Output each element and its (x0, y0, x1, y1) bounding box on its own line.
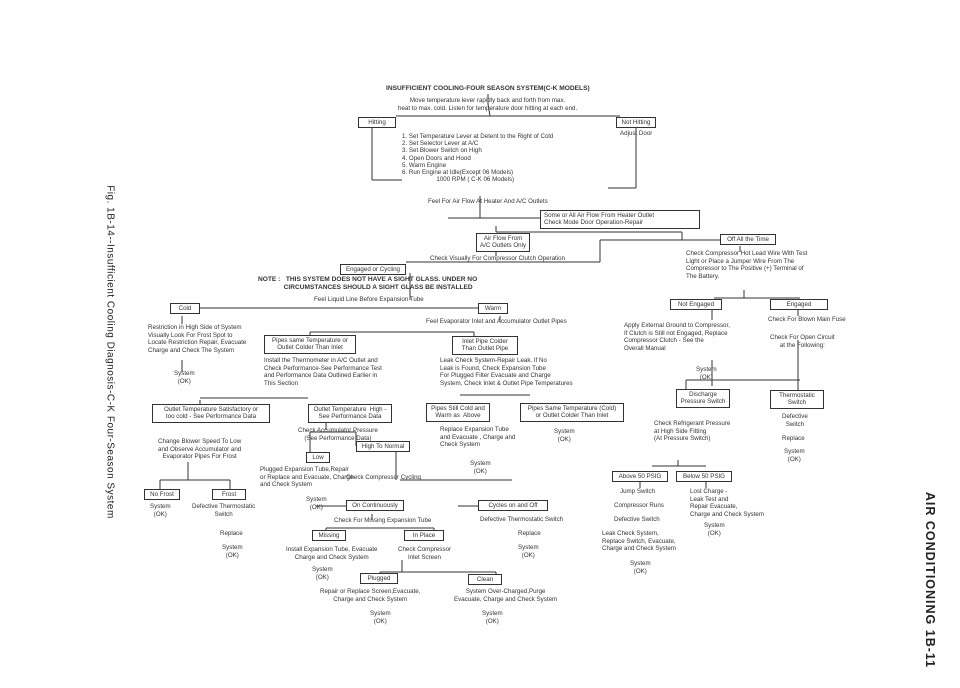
jump-switch-step: Jump Switch (620, 488, 656, 495)
apply-ground-step: Apply External Ground to Compressor, If … (624, 322, 730, 352)
below-50-psig-box: Below 50 PSIG (676, 471, 732, 483)
replace-2: Replace (518, 530, 541, 537)
check-clutch-step: Check Visually For Compressor Clutch Ope… (430, 255, 566, 262)
plugged-expansion-step: Plugged Expansion Tube,Repair or Replace… (260, 466, 354, 489)
system-ok-8: System (OK) (518, 544, 539, 559)
feel-liquid-line-step: Feel Liquid Line Before Expansion Tube (314, 296, 424, 303)
system-ok-2: System (OK) (696, 366, 717, 381)
no-frost-box: No Frost (144, 489, 180, 501)
check-inlet-screen-step: Check Compressor Inlet Screen (398, 546, 451, 561)
repair-screen-step: Repair or Replace Screen,Evacuate, Charg… (320, 588, 421, 603)
defective-switch-right: Defective Switch (782, 413, 808, 428)
replace-1: Replace (220, 530, 243, 537)
accumulator-pressure-step: Check Accumulator Pressure (See Performa… (298, 427, 378, 442)
not-hitting-box: Not Hitting (616, 117, 656, 129)
cold-box: Cold (170, 303, 200, 315)
system-ok-1: System (OK) (174, 370, 195, 385)
system-ok-right: System (OK) (784, 448, 805, 463)
ac-outlets-only-box: Air Flow From A/C Outlets Only (476, 233, 530, 252)
pipes-still-cold-box: Pipes Still Cold and Warm as Above (426, 403, 490, 422)
change-blower-step: Change Blower Speed To Low and Observe A… (158, 438, 242, 461)
system-ok-9: System (OK) (312, 566, 333, 581)
defective-thermostatic-switch-2: Defective Thermostatic Switch (480, 516, 564, 523)
replace-expansion-tube-step: Replace Expansion Tube and Evacuate , Ch… (440, 426, 516, 449)
system-ok-6: System (OK) (150, 503, 171, 518)
in-place-box: In Place (404, 530, 444, 542)
pipes-same-temp-box: Pipes same Temperature or Outlet Colder … (264, 335, 356, 354)
mode-door-box: Some or All Air Flow From Heater Outlet … (540, 210, 700, 229)
sight-glass-note: NOTE : THIS SYSTEM DOES NOT HAVE A SIGHT… (258, 276, 478, 291)
adjust-door-text: Adjust Door (620, 130, 653, 137)
frost-box: Frost (212, 489, 246, 501)
system-ok-10: System (OK) (370, 610, 391, 625)
leak-check-step: Leak Check System-Repair Leak. If No Lea… (440, 357, 573, 387)
install-expansion-tube-step: Install Expansion Tube, Evacuate Charge … (286, 546, 378, 561)
engaged-box: Engaged (770, 299, 828, 311)
inlet-colder-box: Inlet Pipe Colder Than Outlet Pipe (452, 336, 518, 355)
feel-evaporator-step: Feel Evaporator Inlet and Accumulator Ou… (426, 318, 567, 325)
warm-box: Warm (478, 303, 508, 315)
missing-expansion-step: Check For Missing Expansion Tube (334, 517, 432, 524)
system-ok-11: System (OK) (482, 610, 503, 625)
restriction-text: Restriction in High Side of System Visua… (148, 324, 247, 354)
chart-title: INSUFFICIENT COOLING-FOUR SEASON SYSTEM(… (386, 85, 590, 92)
move-lever-step: Move temperature lever rapidly back and … (398, 97, 578, 112)
figure-caption: Fig. 1B-14--Insufficient Cooling Diagnos… (104, 185, 116, 519)
off-all-time-box: Off All the Time (720, 234, 776, 246)
high-to-normal-box: High To Normal (356, 441, 410, 453)
plugged-box: Plugged (360, 573, 398, 585)
defective-switch-bottom: Defective Switch (614, 516, 660, 523)
compressor-runs-step: Compressor Runs (614, 502, 664, 509)
check-cycling-step: Check Compressor Cycling (346, 474, 421, 481)
clean-box: Clean (468, 574, 502, 586)
leak-check-replace-switch: Leak Check System, Replace Switch, Evacu… (602, 530, 676, 553)
thermostatic-switch-box: Thermostatic Switch (770, 390, 824, 409)
missing-box: Missing (312, 530, 346, 542)
discharge-switch-box: Discharge Pressure Switch (676, 389, 730, 408)
low-box: Low (306, 452, 330, 464)
blown-fuse-step: Check For Blown Main Fuse (768, 316, 846, 323)
replace-right: Replace (782, 435, 805, 442)
on-continuously-box: On Continuously (346, 500, 404, 512)
setup-steps-list: 1. Set Temperature Lever at Detent to th… (402, 133, 554, 184)
defective-thermostatic-switch: Defective Thermostatic Switch (192, 503, 256, 518)
system-ok-3: System (OK) (554, 428, 575, 443)
page-header: AIR CONDITIONING 1B-11 (923, 491, 937, 669)
not-engaged-box: Not Engaged (670, 299, 722, 311)
check-refrigerant-step: Check Refrigerant Pressure at High Side … (654, 420, 731, 443)
open-circuit-step: Check For Open Circuit at the Following: (770, 334, 835, 349)
install-thermometer-step: Install the Thermometer in A/C Outlet an… (264, 357, 382, 387)
lost-charge-step: Lost Charge - Leak Test and Repair Evacu… (690, 488, 764, 518)
outlet-satisfactory-box: Outlet Temperature Satisfactory or too c… (152, 404, 270, 423)
system-ok-12: System (OK) (630, 560, 651, 575)
hot-lead-step: Check Compressor Hot Lead Wire With Test… (686, 250, 808, 280)
system-ok-4: System (OK) (470, 460, 491, 475)
overcharged-step: System Over-Charged,Purge Evacuate, Char… (454, 588, 558, 603)
system-ok-5: System (OK) (306, 496, 327, 511)
cycles-on-off-box: Cycles on and Off (478, 500, 548, 512)
above-50-psig-box: Above 50 PSIG (612, 471, 668, 483)
engaged-cycling-box: Engaged or Cycling (340, 264, 406, 276)
hitting-box: Hitting (358, 117, 396, 129)
feel-air-flow-step: Feel For Air Flow At Heater And A/C Outl… (428, 198, 548, 205)
pipes-same-cold-box: Pipes Same Temperature (Cold) or Outlet … (520, 403, 624, 422)
system-ok-13: System (OK) (704, 522, 725, 537)
outlet-high-box: Outlet Temperature High - See Performanc… (308, 404, 392, 423)
system-ok-7: System (OK) (222, 544, 243, 559)
